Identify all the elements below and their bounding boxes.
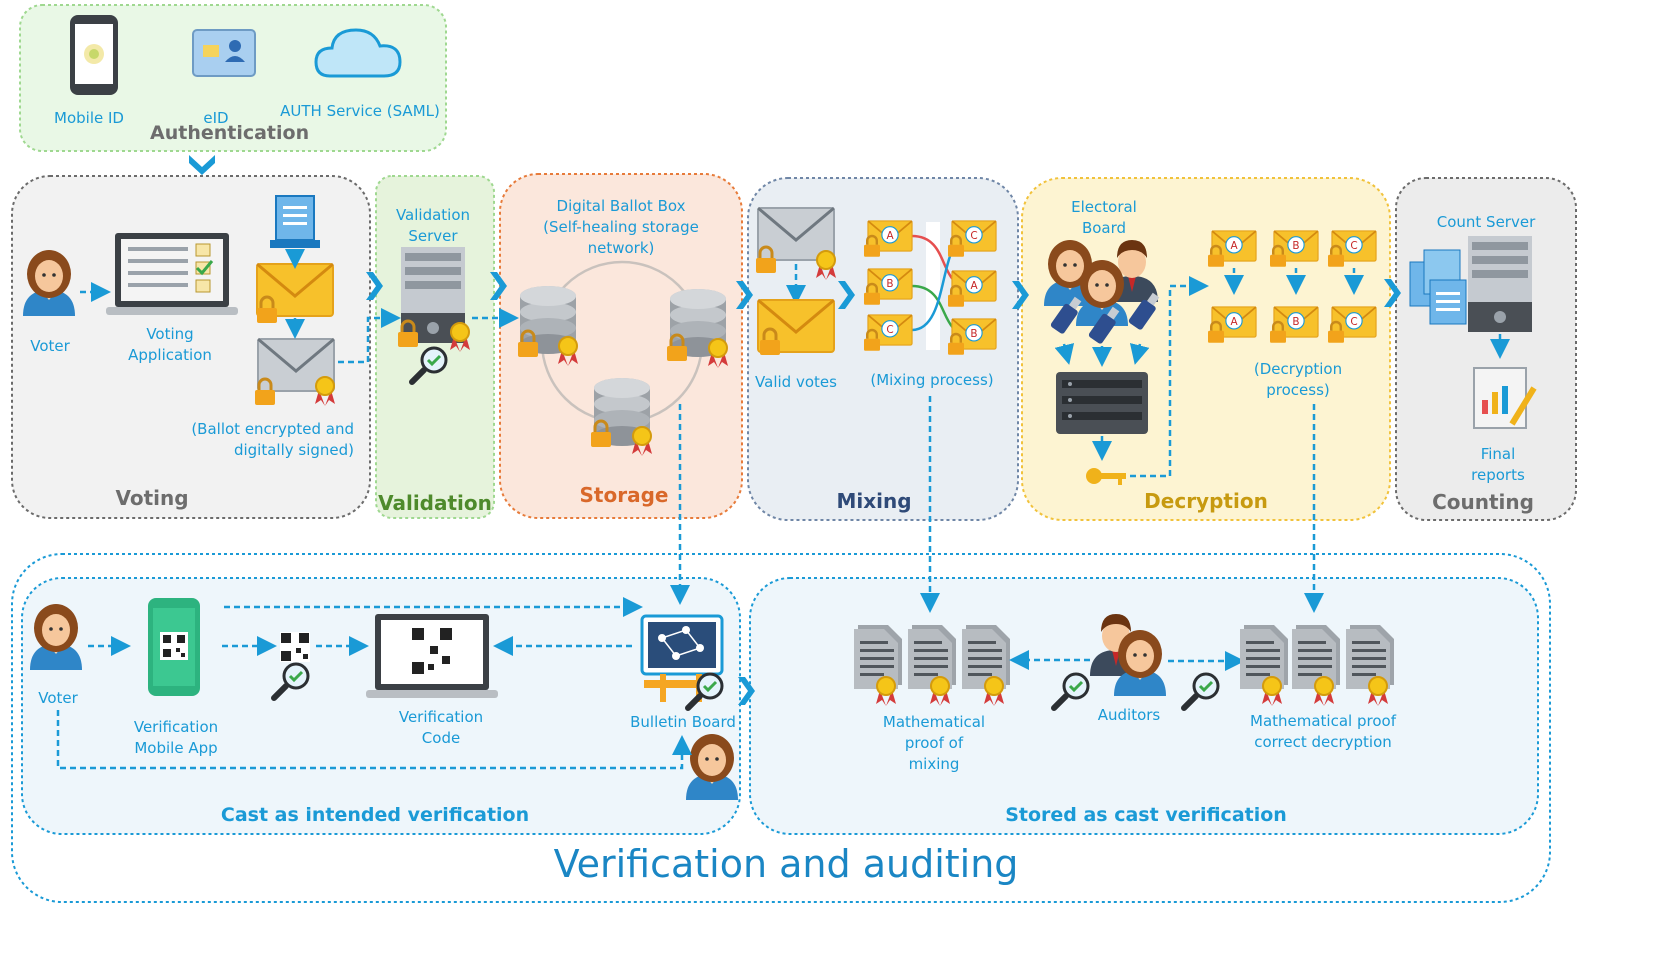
mix-envelope-icon: C	[951, 220, 997, 252]
envelope-letter: A	[1230, 316, 1238, 328]
voting-title: Voting	[115, 486, 189, 510]
verification-code-label: Verification Code	[398, 708, 484, 747]
mix-envelope-icon: A	[951, 270, 997, 302]
final-reports-label: Final reports	[1471, 445, 1525, 484]
count-server-label: Count Server	[1436, 213, 1536, 231]
electoral-board-label: Electoral Board	[1071, 198, 1137, 237]
decryption-box	[1021, 177, 1391, 521]
bulletin-board-label: Bulletin Board	[630, 713, 736, 731]
mobile-phone-icon	[70, 15, 118, 95]
envelope-letter: A	[970, 280, 978, 292]
encrypted-envelope-icon: C	[1331, 230, 1377, 262]
auth-down-chevron	[189, 155, 215, 175]
eid-label: eID	[203, 109, 229, 127]
mix-separator	[926, 222, 940, 350]
mixing-box	[747, 177, 1019, 521]
mixing-process-label: (Mixing process)	[870, 371, 994, 389]
envelope-letter: C	[970, 230, 977, 242]
ballot-document-icon	[270, 195, 320, 248]
decrypt-envelope-group: A A B B C C	[1206, 230, 1377, 344]
cloud-icon	[314, 28, 402, 78]
envelope-letter: C	[886, 324, 893, 336]
voting-app-label: Voting Application	[128, 325, 212, 364]
auth-service-label: AUTH Service (SAML)	[280, 102, 440, 120]
proof-document-icon	[1240, 625, 1288, 689]
flow-chevron-icon	[736, 281, 753, 309]
verification-app-label: Verification Mobile App	[133, 718, 219, 757]
authentication-title: Authentication	[150, 122, 310, 144]
voting-box	[11, 175, 371, 519]
laptop-icon	[106, 233, 238, 315]
eid-card-icon	[192, 29, 256, 77]
flow-chevron-icon	[366, 272, 383, 300]
decryption-title: Decryption	[1144, 489, 1268, 513]
mix-envelope-group: A B C C A B	[862, 220, 997, 356]
storage-title: Storage	[579, 483, 669, 507]
verification-auditing-title: Verification and auditing	[553, 842, 1019, 886]
count-server-icon	[1468, 236, 1532, 332]
validation-server-label: Validation Server	[395, 206, 471, 245]
proof-document-icon	[908, 625, 956, 689]
qr-code-icon	[280, 632, 310, 662]
cast-verification-title: Cast as intended verification	[220, 804, 530, 826]
envelope-letter: A	[886, 230, 894, 242]
proof-decryption-label: Mathematical proof correct decryption	[1250, 712, 1396, 751]
verification-laptop-icon	[366, 614, 498, 698]
final-report-icon	[1473, 367, 1537, 429]
proof-document-icon	[1292, 625, 1340, 689]
storage-box	[499, 173, 743, 519]
encrypted-envelope-icon: B	[1273, 230, 1319, 262]
envelope-letter: B	[970, 328, 977, 340]
hsm-rack-icon	[1056, 372, 1148, 434]
proof-document-icon	[1346, 625, 1394, 689]
mixing-title: Mixing	[836, 489, 912, 513]
flow-chevron-icon	[1012, 281, 1029, 309]
decryption-process-label: (Decryption process)	[1253, 360, 1343, 399]
mobile-id-label: Mobile ID	[54, 109, 124, 127]
ballot-label: (Ballot encrypted and digitally signed)	[191, 420, 354, 459]
proof-document-icon	[962, 625, 1010, 689]
flow-chevron-icon	[738, 677, 755, 705]
envelope-letter: A	[1230, 240, 1238, 252]
decrypted-envelope-icon: A	[1211, 306, 1257, 338]
flow-chevron-icon	[490, 272, 507, 300]
cast-voter-label: Voter	[38, 689, 78, 707]
flow-chevron-icon	[838, 281, 855, 309]
envelope-letter: B	[1292, 240, 1299, 252]
voter-label: Voter	[30, 337, 70, 355]
verification-phone-icon	[148, 598, 200, 696]
mix-envelope-icon: B	[867, 268, 913, 300]
envelope-letter: B	[886, 278, 893, 290]
proof-document-icon	[854, 625, 902, 689]
proof-mixing-label: Mathematical proof of mixing	[882, 713, 986, 773]
envelope-letter: C	[1350, 240, 1357, 252]
encrypted-envelope-icon: A	[1211, 230, 1257, 262]
decrypted-envelope-icon: B	[1273, 306, 1319, 338]
flow-chevron-icon	[1384, 279, 1401, 307]
counting-title: Counting	[1432, 490, 1534, 514]
valid-votes-label: Valid votes	[755, 373, 837, 391]
mix-envelope-icon: A	[867, 220, 913, 252]
envelope-letter: C	[1350, 316, 1357, 328]
bulletin-board-icon	[640, 614, 724, 702]
envelope-letter: B	[1292, 316, 1299, 328]
count-docs-icon	[1409, 249, 1467, 325]
cast-verification-box	[21, 577, 741, 835]
validation-title: Validation	[378, 491, 492, 515]
mix-envelope-icon: C	[867, 314, 913, 346]
ballot-box-label: Digital Ballot Box (Self-healing storage…	[543, 197, 699, 257]
decrypted-envelope-icon: C	[1331, 306, 1377, 338]
mix-envelope-icon: B	[951, 318, 997, 350]
stored-verification-title: Stored as cast verification	[1005, 804, 1287, 826]
auditors-label: Auditors	[1097, 706, 1161, 724]
